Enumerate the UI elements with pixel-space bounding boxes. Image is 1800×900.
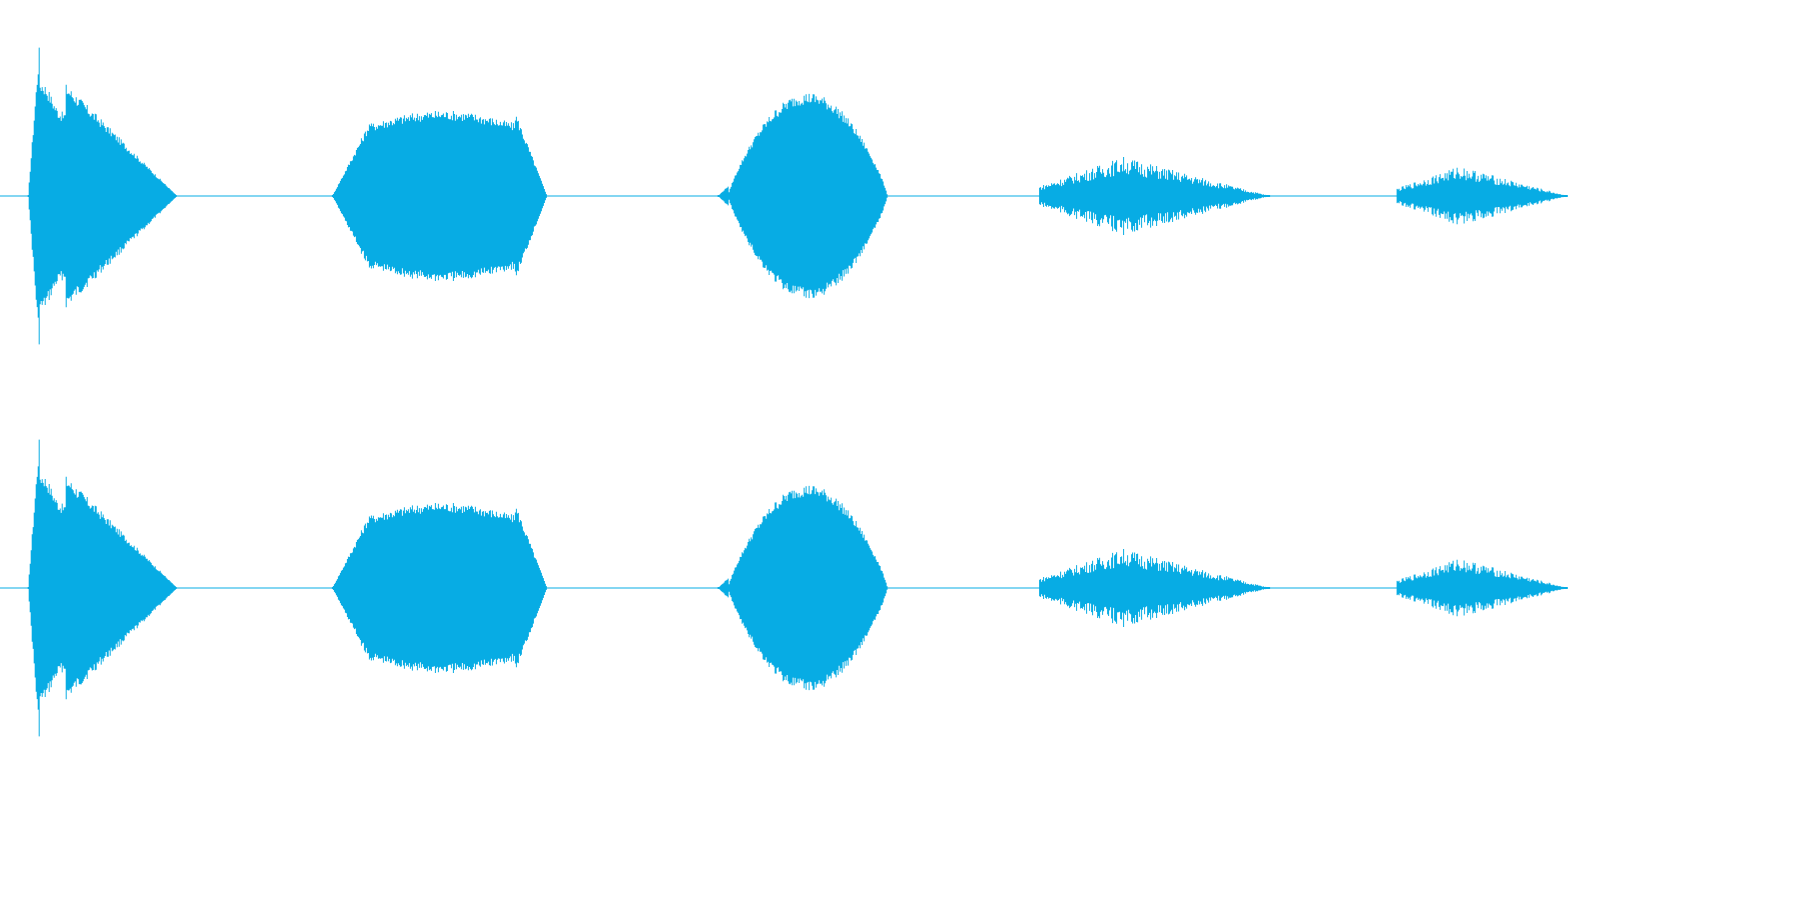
- waveform-svg: [0, 47, 1568, 737]
- waveform-burst-left-1: [27, 47, 177, 345]
- waveform-burst-right-5: [1396, 559, 1568, 617]
- waveform-burst-right-1: [27, 439, 177, 737]
- channel-left: [0, 47, 1568, 345]
- waveform-burst-right-3: [717, 485, 888, 691]
- channel-right: [0, 439, 1568, 737]
- waveform-burst-left-4: [1039, 157, 1271, 235]
- waveform-burst-left-3: [717, 93, 888, 299]
- waveform-burst-left-2: [331, 111, 547, 281]
- waveform-view: [0, 47, 1568, 737]
- waveform-burst-left-5: [1396, 167, 1568, 225]
- waveform-burst-right-2: [331, 503, 547, 673]
- waveform-burst-right-4: [1039, 549, 1271, 627]
